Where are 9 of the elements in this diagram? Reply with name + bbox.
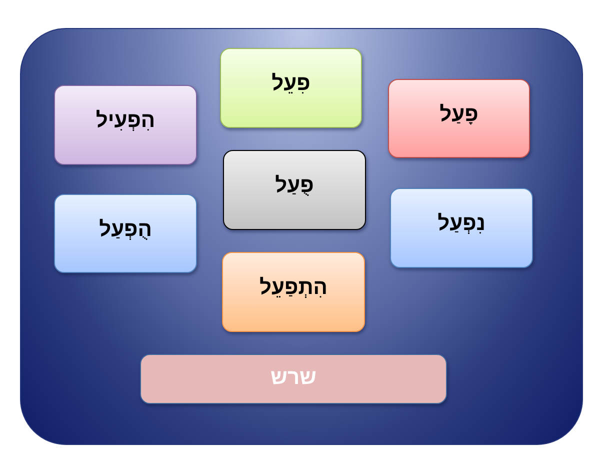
text-box: הִפְעִיל <box>54 85 197 165</box>
text-box: פִעֵל <box>220 48 362 128</box>
text-box: פָעַל <box>388 79 530 158</box>
base-bar: שרש <box>140 354 447 404</box>
rounded-panel <box>20 28 583 445</box>
text-box: נִפְעַל <box>390 188 533 268</box>
text-box: הֻפְעַל <box>54 194 197 273</box>
text-box: הִתְפַעֵל <box>222 252 365 332</box>
text-box: פֻעַל <box>223 150 366 230</box>
